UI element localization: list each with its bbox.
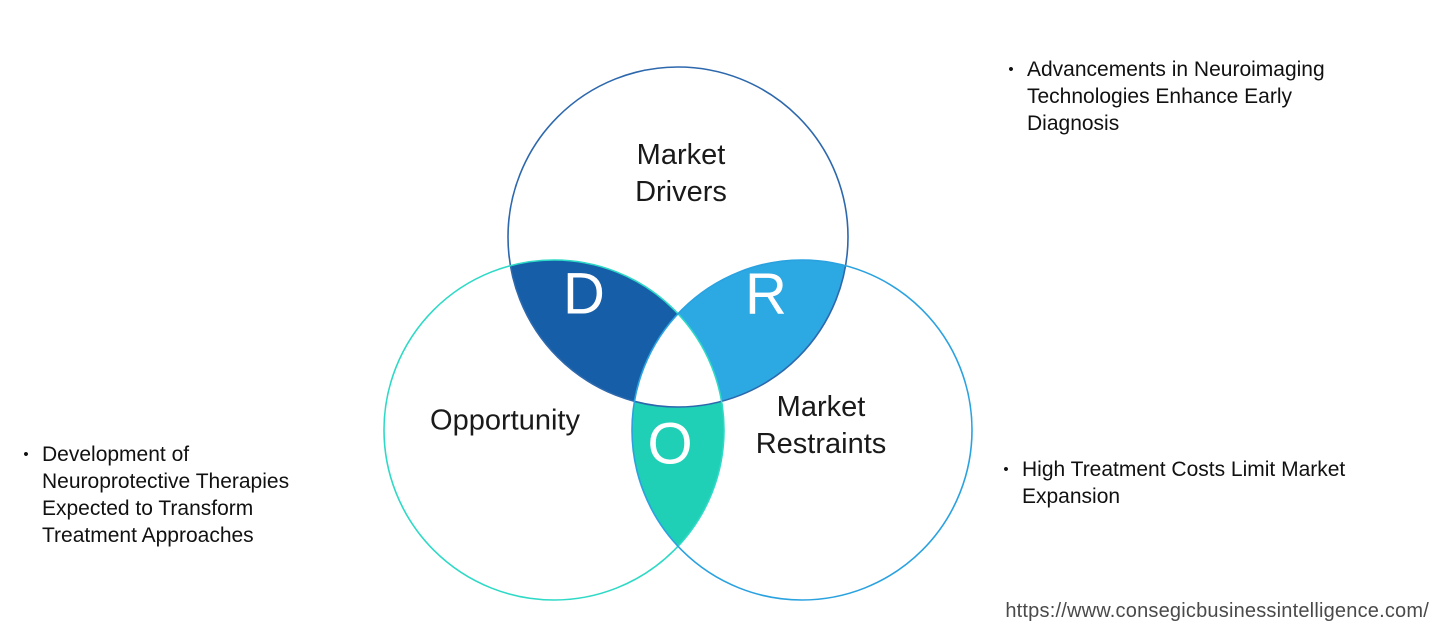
bullet-icon: • (23, 446, 29, 463)
bullet-icon: • (1003, 461, 1009, 478)
driver-bullet-text: Advancements in Neuroimaging Technologie… (1027, 58, 1325, 135)
restraint-bullet-text: High Treatment Costs Limit Market Expans… (1022, 458, 1346, 508)
opportunity-label: Opportunity (430, 404, 580, 437)
driver-bullet: • Advancements in Neuroimaging Technolog… (1005, 56, 1395, 137)
market-drivers-label: Market Drivers (635, 139, 727, 208)
opportunity-overlap-letter: O (647, 412, 692, 477)
drivers-opportunity-overlap (508, 260, 724, 407)
opportunity-bullet-text: Development of Neuroprotective Therapies… (42, 443, 290, 547)
market-restraints-label: Market Restraints (755, 391, 887, 460)
restraint-bullet: • High Treatment Costs Limit Market Expa… (1000, 456, 1420, 510)
opportunity-bullet: • Development of Neuroprotective Therapi… (20, 441, 350, 549)
source-url-link[interactable]: https://www.consegicbusinessintelligence… (1005, 600, 1429, 622)
drivers-overlap-letter: D (563, 262, 605, 327)
drivers-restraints-overlap (632, 260, 848, 407)
opportunity-circle (383, 259, 725, 601)
bullet-icon: • (1008, 61, 1014, 78)
market-restraints-circle (631, 259, 973, 601)
restraints-overlap-letter: R (745, 262, 787, 327)
market-drivers-circle (507, 66, 849, 408)
